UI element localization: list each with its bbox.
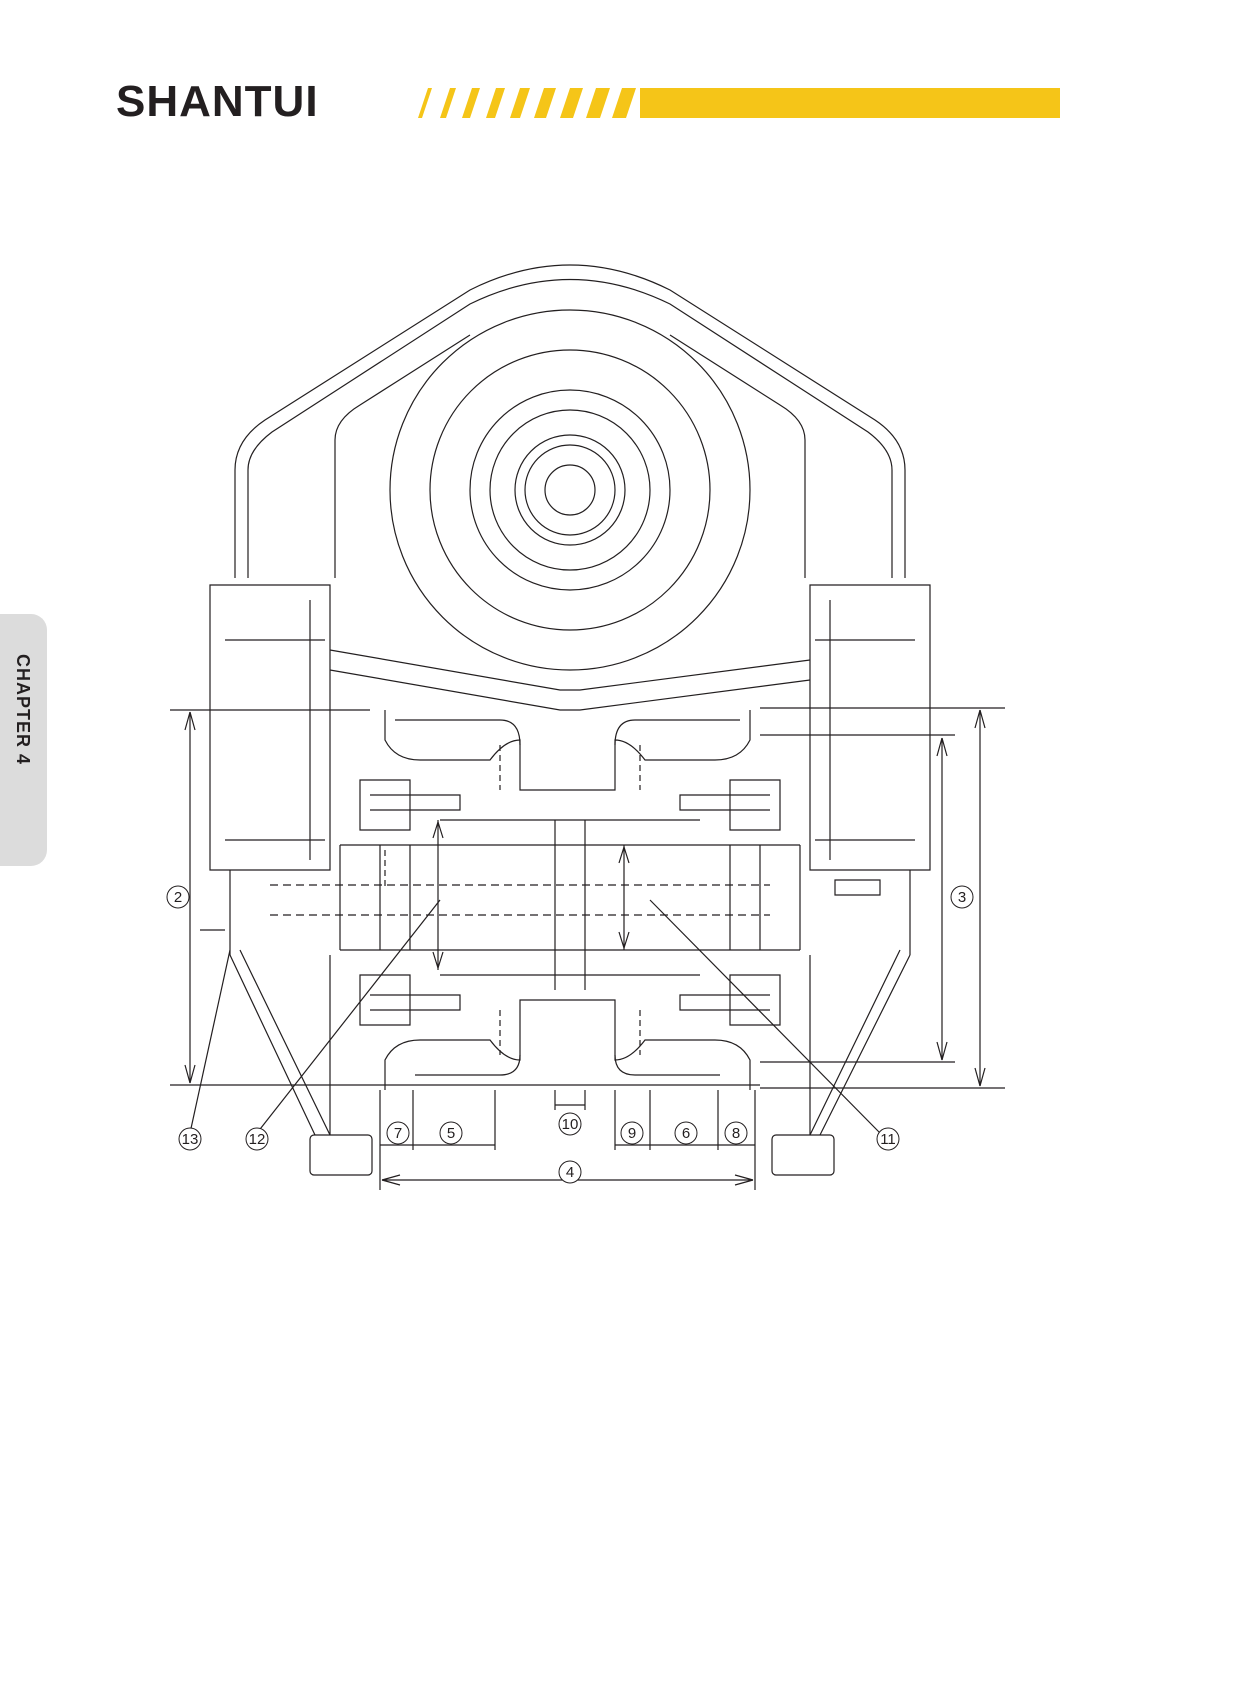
housing-outline <box>234 264 906 578</box>
callout-9: 9 <box>620 1121 644 1145</box>
callout-3: 3 <box>950 885 974 909</box>
leader-12 <box>256 899 441 1134</box>
svg-text:13: 13 <box>182 1131 199 1148</box>
logo-stripes <box>418 88 636 118</box>
callout-12: 12 <box>245 1127 269 1151</box>
svg-text:8: 8 <box>732 1125 740 1142</box>
right-bearing-block <box>809 584 931 871</box>
chapter-tab: CHAPTER 4 <box>0 614 47 866</box>
callout-13: 13 <box>178 1127 202 1151</box>
dimension-line-3 <box>760 707 1005 1089</box>
callout-5: 5 <box>439 1121 463 1145</box>
callout-10: 10 <box>558 1112 582 1136</box>
svg-text:3: 3 <box>958 889 966 906</box>
dimension-line-3b <box>760 734 955 1063</box>
svg-text:2: 2 <box>174 889 182 906</box>
svg-text:7: 7 <box>394 1125 402 1142</box>
right-bearing <box>729 779 781 1026</box>
callout-8: 8 <box>724 1121 748 1145</box>
callout-6: 6 <box>674 1121 698 1145</box>
leader-13 <box>189 949 231 1134</box>
shaft <box>340 844 800 951</box>
idler-outer-circle <box>389 309 751 671</box>
upper-rim <box>384 710 751 791</box>
left-bearing-block <box>209 584 331 871</box>
svg-text:9: 9 <box>628 1125 636 1142</box>
svg-text:6: 6 <box>682 1125 690 1142</box>
brand-logo: SHANTUI <box>116 77 319 126</box>
chapter-tab-label: CHAPTER 4 <box>13 654 33 766</box>
svg-text:10: 10 <box>562 1116 579 1133</box>
lower-rim <box>384 999 751 1090</box>
left-bearing <box>359 779 411 1026</box>
callout-2: 2 <box>166 885 190 909</box>
leader-11 <box>649 899 881 1134</box>
callout-11: 11 <box>876 1127 900 1151</box>
header-accent-bar <box>640 88 1060 118</box>
dimension-line-2 <box>170 709 760 1086</box>
callout-7: 7 <box>386 1121 410 1145</box>
callouts: 2 3 4 5 6 7 8 9 <box>166 885 974 1184</box>
svg-text:12: 12 <box>249 1131 266 1148</box>
callout-4: 4 <box>558 1160 582 1184</box>
svg-text:11: 11 <box>880 1131 896 1148</box>
housing-inner-outline <box>247 279 893 578</box>
svg-text:4: 4 <box>566 1164 574 1181</box>
svg-text:5: 5 <box>447 1125 455 1142</box>
